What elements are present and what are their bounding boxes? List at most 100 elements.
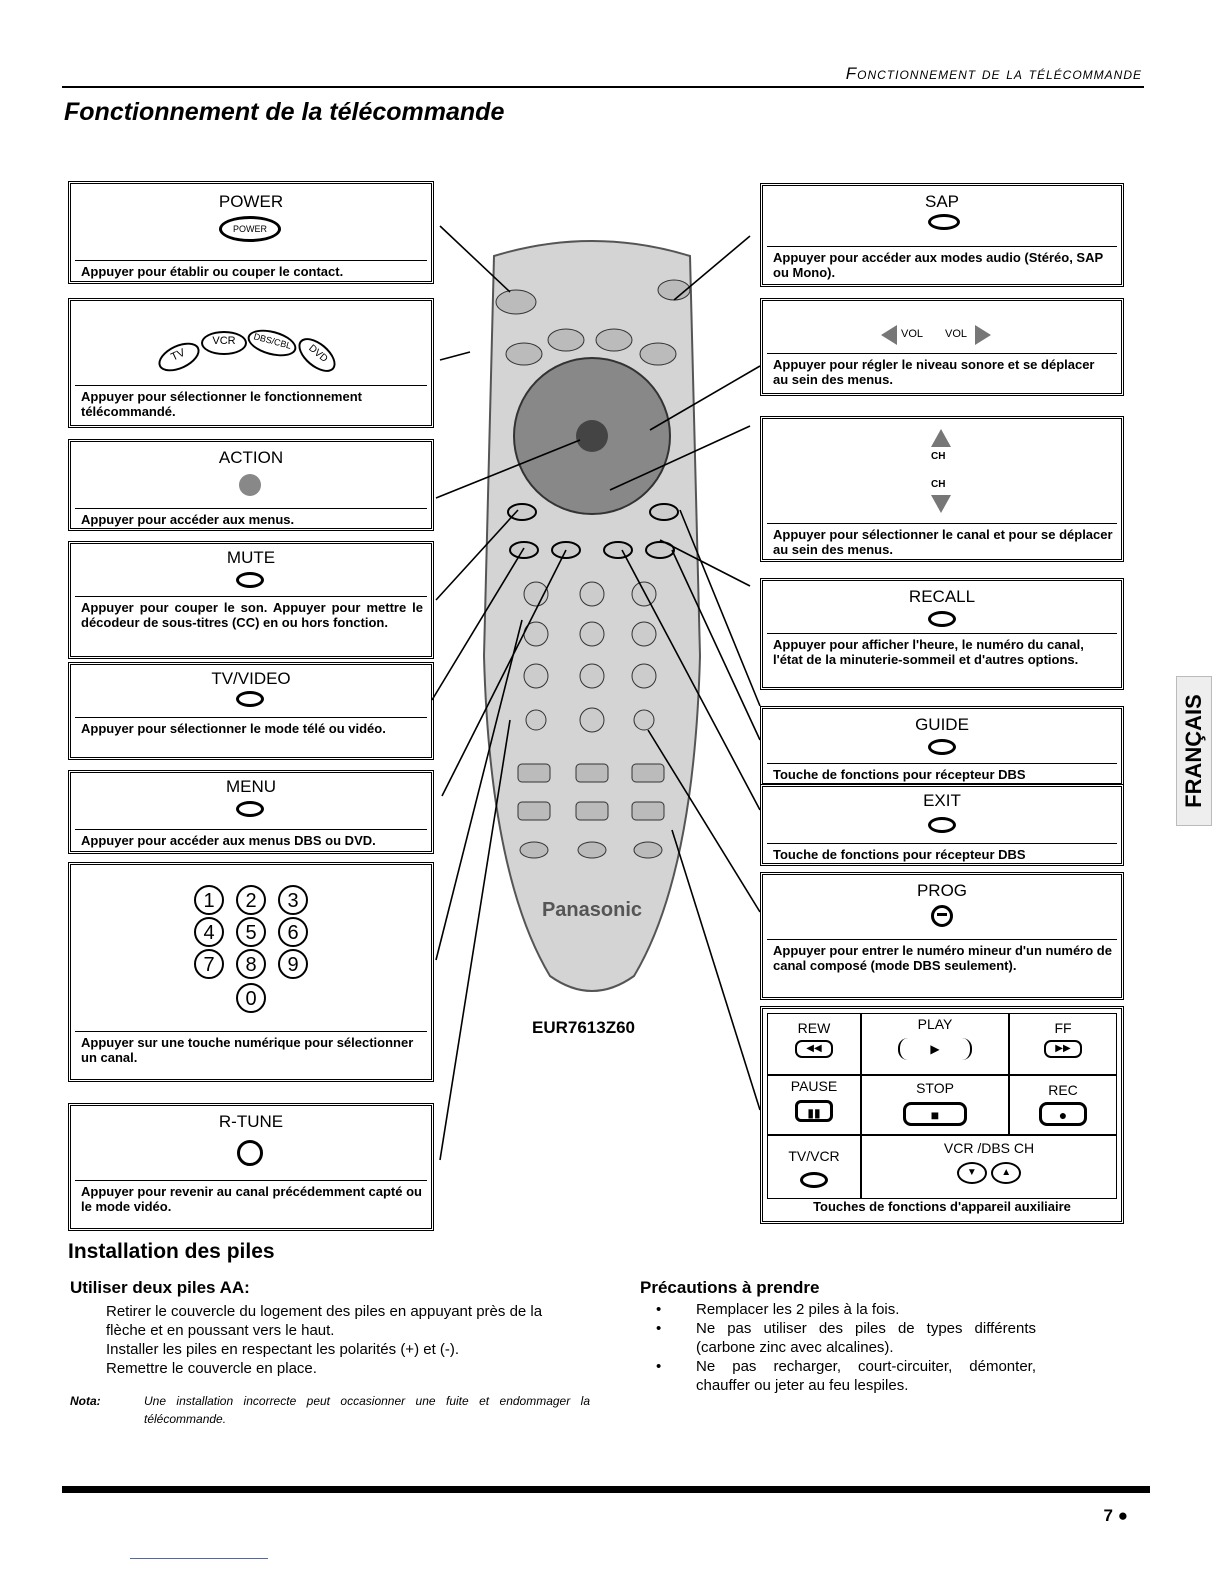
menu-desc: Appuyer pour accéder aux menus DBS ou DV… — [75, 829, 427, 848]
tvvcr-cell: TV/VCR — [767, 1135, 861, 1199]
vcrdbs-cell: VCR /DBS CH ▼ ▲ — [861, 1135, 1117, 1199]
precaution-item: Ne pas recharger, court-circuiter, démon… — [640, 1357, 1036, 1395]
install-step-1: Retirer le couvercle du logement des pil… — [106, 1303, 543, 1339]
rtune-label: R-TUNE — [218, 1112, 284, 1131]
precautions-list: Remplacer les 2 piles à la fois. Ne pas … — [640, 1300, 1036, 1395]
page-number: 7 ● — [1103, 1506, 1128, 1525]
exit-label: EXIT — [923, 791, 961, 810]
key-8-icon: 8 — [236, 949, 266, 979]
rew-label: REW — [797, 1020, 831, 1036]
vcrdbs-label: VCR /DBS CH — [943, 1140, 1035, 1156]
mode-desc: Appuyer pour sélectionner le fonctionnem… — [75, 385, 427, 419]
footer-rule — [62, 1486, 1150, 1493]
sap-box: SAP Appuyer pour accéder aux modes audio… — [760, 183, 1124, 287]
rec-icon: ● — [1039, 1102, 1087, 1126]
recall-button-icon — [928, 611, 956, 627]
key-9-icon: 9 — [278, 949, 308, 979]
remote-brand: Panasonic — [542, 899, 642, 921]
tvvcr-button-icon — [800, 1172, 828, 1188]
prog-desc: Appuyer pour entrer le numéro mineur d'u… — [767, 939, 1117, 973]
tvvideo-button-icon — [236, 691, 264, 707]
vol-up-icon — [975, 325, 991, 345]
sap-desc: Appuyer pour accéder aux modes audio (St… — [767, 246, 1117, 280]
precaution-item: Ne pas utiliser des piles de types diffé… — [640, 1319, 1036, 1357]
power-desc: Appuyer pour établir ou couper le contac… — [75, 260, 427, 279]
header-rule — [62, 86, 1144, 88]
action-box: ACTION Appuyer pour accéder aux menus. — [68, 439, 434, 531]
vol-down-icon — [881, 325, 897, 345]
ch-up-icon — [931, 429, 951, 447]
ch-down-label: CH — [931, 479, 946, 490]
guide-box: GUIDE Touche de fonctions pour récepteur… — [760, 706, 1124, 786]
ch-up-label: CH — [931, 451, 946, 462]
vol-right-label: VOL — [945, 328, 968, 340]
rtune-button-icon — [237, 1140, 263, 1166]
power-box: POWER POWER Appuyer pour établir ou coup… — [68, 181, 434, 284]
sap-label: SAP — [924, 192, 960, 211]
ff-cell: FF ▶▶ — [1009, 1013, 1117, 1075]
power-label: POWER — [218, 192, 284, 211]
decorative-underline — [130, 1558, 268, 1559]
rtune-box: R-TUNE Appuyer pour revenir au canal pré… — [68, 1103, 434, 1231]
ch-down-icon — [931, 495, 951, 513]
install-step-2: Installer les piles en respectant les po… — [106, 1341, 460, 1358]
stop-label: STOP — [916, 1080, 954, 1096]
vcr-mode-icon: VCR — [201, 331, 247, 355]
aux-box: REW ◀◀ PLAY ▶ FF ▶▶ PAUSE ▮▮ STOP ■ REC … — [760, 1006, 1124, 1224]
menu-box: MENU Appuyer pour accéder aux menus DBS … — [68, 770, 434, 854]
action-desc: Appuyer pour accéder aux menus. — [75, 508, 427, 527]
page-number-value: 7 — [1103, 1506, 1113, 1525]
vol-left-label: VOL — [901, 328, 924, 340]
rew-icon: ◀◀ — [795, 1040, 833, 1058]
pointer-lines — [431, 225, 761, 1161]
recall-desc: Appuyer pour afficher l'heure, le numéro… — [767, 633, 1117, 667]
tvvideo-label: TV/VIDEO — [211, 669, 291, 688]
precaution-item: Remplacer les 2 piles à la fois. — [640, 1300, 1036, 1319]
ch-up-small-icon: ▲ — [991, 1162, 1022, 1184]
key-4-icon: 4 — [194, 917, 224, 947]
pause-label: PAUSE — [790, 1078, 838, 1094]
ch-desc: Appuyer pour sélectionner le canal et po… — [767, 523, 1117, 557]
numeric-row-4: 0 — [71, 983, 431, 1013]
language-tab-label: FRANÇAIS — [1181, 694, 1206, 808]
menu-button-icon — [236, 801, 264, 817]
mute-box: MUTE Appuyer pour couper le son. Appuyer… — [68, 541, 434, 659]
action-button-icon — [239, 474, 261, 496]
key-3-icon: 3 — [278, 885, 308, 915]
exit-box: EXIT Touche de fonctions pour récepteur … — [760, 784, 1124, 866]
mute-button-icon — [236, 572, 264, 588]
prog-button-icon — [931, 905, 953, 927]
rec-cell: REC ● — [1009, 1075, 1117, 1135]
vol-box: VOL VOL Appuyer pour régler le niveau so… — [760, 298, 1124, 396]
install-title: Installation des piles — [68, 1240, 275, 1263]
rtune-desc: Appuyer pour revenir au canal précédemme… — [75, 1180, 427, 1214]
running-head: Fonctionnement de la télécommande — [845, 64, 1142, 83]
nota-text: Une installation incorrecte peut occasio… — [144, 1394, 590, 1426]
ch-down-small-icon: ▼ — [956, 1162, 987, 1184]
ch-box: CH CH Appuyer pour sélectionner le canal… — [760, 416, 1124, 562]
ff-label: FF — [1054, 1020, 1072, 1036]
page-title: Fonctionnement de la télécommande — [64, 98, 505, 126]
key-0-icon: 0 — [236, 983, 266, 1013]
key-1-icon: 1 — [194, 885, 224, 915]
vol-control: VOL VOL — [881, 323, 1011, 347]
rew-cell: REW ◀◀ — [767, 1013, 861, 1075]
key-6-icon: 6 — [278, 917, 308, 947]
menu-label: MENU — [225, 777, 277, 796]
stop-icon: ■ — [903, 1102, 967, 1126]
stop-cell: STOP ■ — [861, 1075, 1009, 1135]
precautions-title: Précautions à prendre — [640, 1278, 820, 1297]
play-icon: ▶ — [898, 1038, 972, 1060]
recall-label: RECALL — [908, 587, 976, 606]
power-button-icon: POWER — [219, 216, 281, 242]
tvvcr-label: TV/VCR — [788, 1148, 840, 1164]
tvvideo-box: TV/VIDEO Appuyer pour sélectionner le mo… — [68, 662, 434, 760]
install-step-3: Remettre le couvercle en place. — [106, 1360, 317, 1377]
rec-label: REC — [1048, 1082, 1078, 1098]
key-7-icon: 7 — [194, 949, 224, 979]
mode-box: TV VCR DBS/CBL DVD Appuyer pour sélectio… — [68, 298, 434, 428]
action-label: ACTION — [218, 448, 284, 467]
